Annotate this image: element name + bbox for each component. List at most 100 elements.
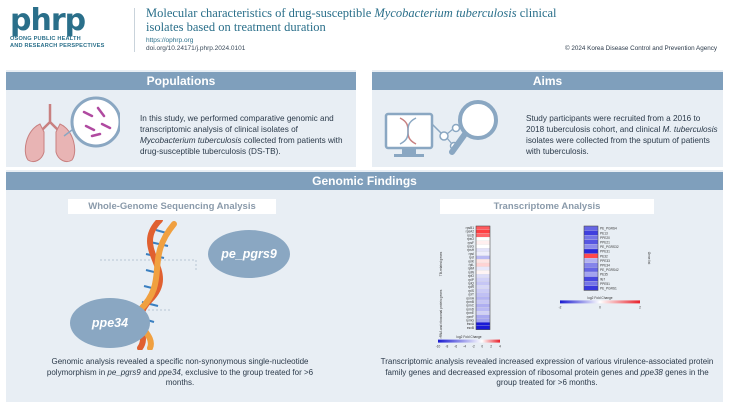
populations-heading: Populations	[6, 72, 356, 90]
heatmap-gene-label: lfe7	[600, 277, 605, 281]
heatmap-gene-label: rpmC	[466, 304, 474, 308]
aims-text-1: Study participants were recruited from a…	[526, 114, 701, 134]
heatmap-gene-label: PPE33	[600, 259, 610, 263]
heatmap-cell	[475, 266, 491, 271]
heatmap-cell	[583, 262, 599, 268]
heatmap-cell	[583, 281, 599, 286]
heatmap-group-label: Gene list	[647, 252, 651, 265]
wgs-text-italic-2: ppe34	[158, 367, 181, 377]
heatmap-cell	[475, 314, 491, 319]
heatmap-gene-label: rpsA2	[466, 230, 475, 234]
heatmap-gene-label: rpsG	[467, 244, 474, 248]
heatmap-gene-label: PE_PGRS4	[600, 227, 617, 231]
heatmap-cell	[583, 253, 599, 259]
aims-text-italic: M. tuberculosis	[662, 125, 718, 134]
wgs-heading: Whole-Genome Sequencing Analysis	[68, 199, 276, 214]
heatmap-cell	[583, 267, 599, 273]
heatmap-cell	[475, 325, 491, 330]
header: phrp OSONG PUBLIC HEALTH AND RESEARCH PE…	[0, 0, 729, 60]
heatmap-legend-tick: 2	[490, 345, 492, 349]
heatmap-legend-tick: -4	[463, 345, 466, 349]
heatmap-gene-label: esxB	[467, 326, 474, 330]
aims-text-2: isolates were collected from the sputum …	[526, 136, 710, 156]
heatmap-gene-label: rpsD	[467, 233, 474, 237]
populations-text-italic: Mycobacterium tuberculosis	[140, 136, 242, 145]
transcriptome-findings-text: Transcriptomic analysis revealed increas…	[376, 357, 718, 389]
heatmap-gene-label: rpsI	[469, 252, 474, 256]
heatmap-cell	[475, 303, 491, 308]
heatmap-cell	[475, 299, 491, 304]
heatmap-gene-label: rplQ	[468, 281, 475, 285]
heatmap-gene-label: rpsF	[468, 241, 474, 245]
copyright: © 2024 Korea Disease Control and Prevent…	[564, 45, 717, 52]
heatmap-cell	[475, 277, 491, 282]
journal-url-link[interactable]: https://ophrp.org	[146, 37, 194, 44]
heatmap-gene-label: rpmE	[466, 311, 474, 315]
heatmap-group-label: TB-related genes	[439, 251, 443, 276]
heatmap-gene-label: rplJ	[469, 256, 475, 260]
heatmap-legend-tick: -2	[559, 305, 562, 309]
heatmap-cell	[475, 240, 491, 245]
wgs-findings-text: Genomic analysis revealed a specific non…	[46, 357, 314, 389]
heatmap-right: PE_PGRS4PE13PPE20PPE21PE_PGRS32PPE31PE32…	[559, 225, 651, 309]
heatmap-gene-label: PPE34	[600, 263, 610, 267]
page-title: Molecular characteristics of drug-suscep…	[146, 6, 586, 34]
heatmap-cell	[475, 322, 491, 326]
heatmap-gene-label: PPE51	[600, 282, 610, 286]
heatmap-legend-tick: -8	[445, 345, 448, 349]
title-italic: Mycobacterium tuberculosis	[374, 6, 517, 20]
heatmap-gene-label: rplL	[469, 263, 475, 267]
heatmap-cell	[475, 281, 491, 286]
gene-bubble-ppe34: ppe34	[70, 298, 150, 348]
doi-link[interactable]: doi.org/10.24171/j.phrp.2024.0101	[146, 45, 246, 52]
heatmap-gene-label: rplM	[468, 267, 475, 271]
heatmap-gene-label: rpmD	[466, 307, 474, 311]
heatmap-border	[583, 225, 599, 291]
heatmap-gene-label: PE13	[600, 231, 608, 235]
heatmap-cell	[475, 310, 491, 315]
heatmap-cell	[583, 276, 599, 282]
aims-heading: Aims	[372, 72, 723, 90]
heatmap-legend-tick: 0	[599, 305, 601, 309]
heatmap-cell	[583, 285, 599, 291]
heatmap-gene-label: PE32	[600, 254, 608, 258]
heatmap-legend-tick: 2	[639, 305, 641, 309]
logo-word: phrp	[10, 3, 86, 38]
heatmap-gene-label: rpmA	[466, 296, 474, 300]
heatmap-gene-label: rplK	[468, 259, 475, 263]
heatmap-cell	[475, 225, 491, 230]
heatmap-gene-label: rpsH	[467, 248, 474, 252]
header-divider	[134, 8, 135, 52]
heatmap-gene-label: rpmB	[466, 300, 474, 304]
heatmap-gene-label: rpsB1	[466, 226, 475, 230]
heatmap-legend-tick: -10	[436, 345, 441, 349]
heatmap-gene-label: esxA	[467, 322, 475, 326]
heatmap-cell	[475, 237, 491, 241]
transcriptome-heading: Transcriptome Analysis	[440, 199, 654, 214]
heatmap-cell	[475, 262, 491, 267]
heatmap-legend-tick: -6	[454, 345, 457, 349]
heatmap-cell	[475, 248, 491, 253]
wgs-text-italic-1: pe_pgrs9	[107, 367, 141, 377]
logo-subtitle-2: AND RESEARCH PERSPECTIVES	[10, 42, 105, 49]
heatmap-left: rpsB1rpsA2rpsDrpsOrpsFrpsGrpsHrpsIrplJrp…	[436, 225, 501, 349]
heatmap-cell	[475, 233, 491, 238]
heatmap-gene-label: PE_PGRS1	[600, 286, 617, 290]
populations-text: In this study, we performed comparative …	[140, 113, 352, 157]
logo-subtitle-1: OSONG PUBLIC HEALTH	[10, 36, 81, 42]
heatmap-cell	[475, 229, 491, 234]
wgs-text-1: Genomic analysis revealed a specific non…	[46, 357, 309, 377]
heatmap-gene-label: rpsO	[467, 237, 474, 241]
computer-dna-magnifier-icon	[384, 100, 498, 157]
heatmap-gene-label: rpmG	[466, 318, 474, 322]
lungs-bacteria-icon	[24, 96, 120, 163]
phrp-logo[interactable]: phrp OSONG PUBLIC HEALTH AND RESEARCH PE…	[10, 6, 120, 54]
heatmap-legend-title: log2 Fold Change	[456, 335, 481, 339]
heatmap-gene-label: PE_PGRS32	[600, 245, 619, 249]
heatmap-cell	[475, 296, 491, 301]
heatmap-cell	[583, 248, 599, 254]
heatmap-gene-label: rplO	[468, 274, 475, 278]
heatmap-cell	[475, 273, 491, 278]
gene-bubble-pe-pgrs9: pe_pgrs9	[208, 230, 290, 278]
heatmap-cell	[475, 307, 491, 312]
